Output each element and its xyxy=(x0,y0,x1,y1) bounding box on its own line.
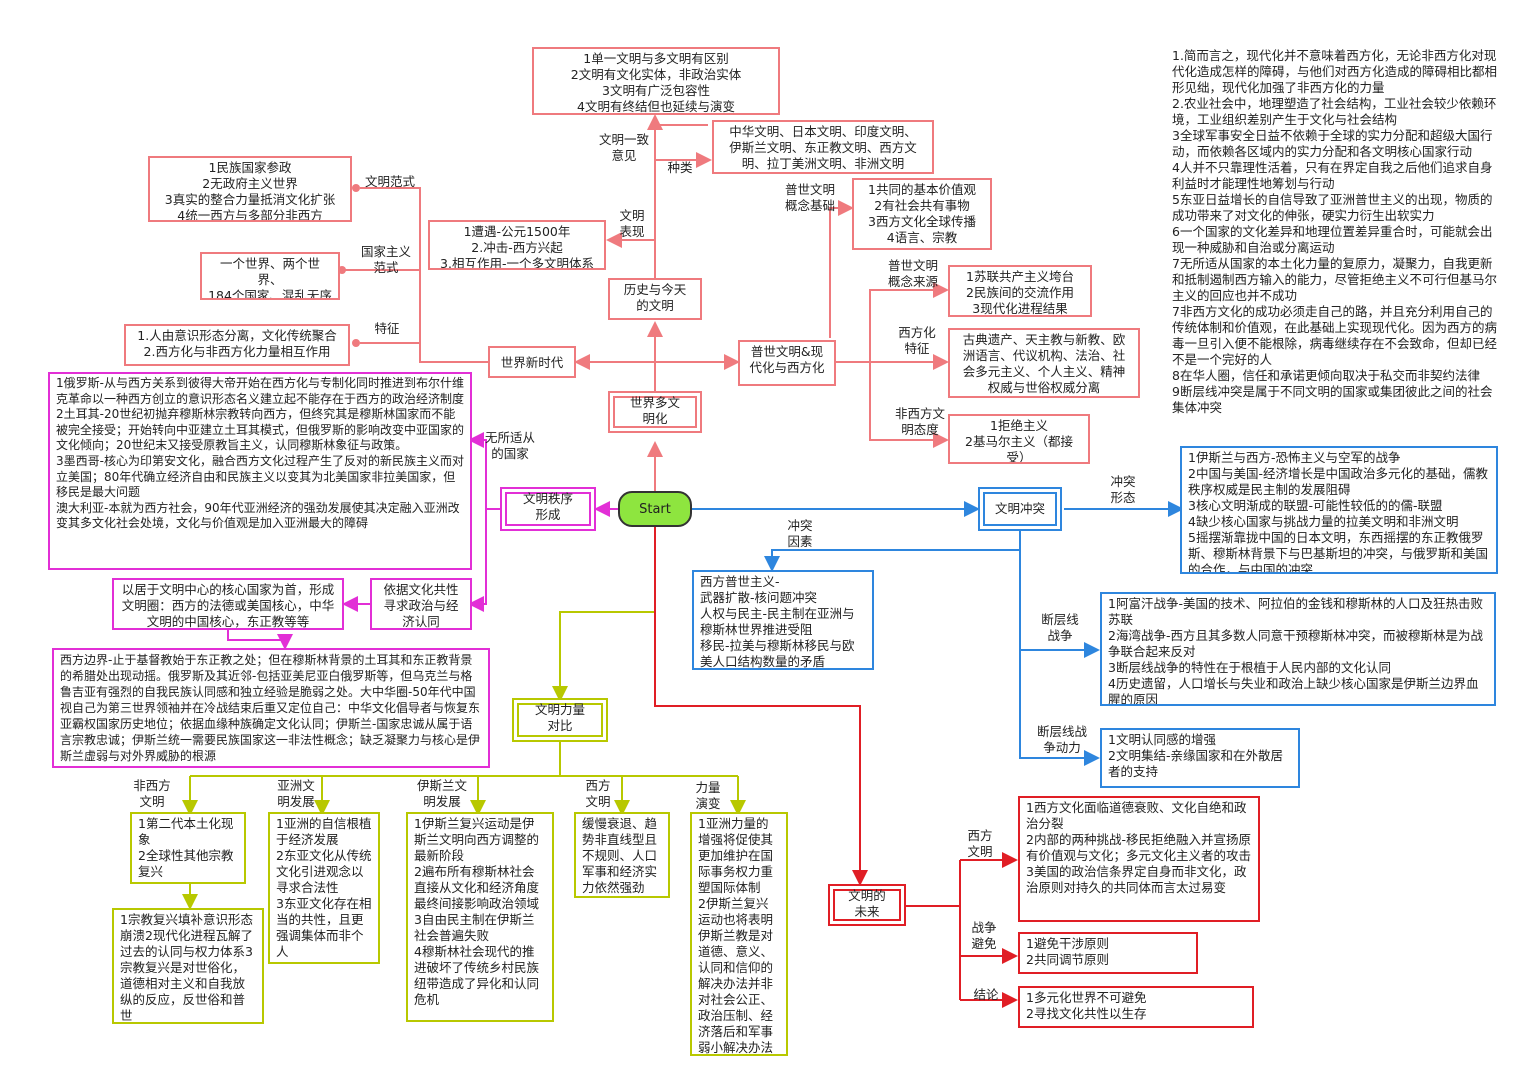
node-statist[interactable]: 一个世界、两个世界、 184个国家、混乱无序 xyxy=(200,252,340,300)
node-west[interactable]: 缓慢衰退、趋势非直线型且不规则、人口军事和经济实力依然强劲 xyxy=(574,812,670,898)
label-kinds: 种类 xyxy=(667,160,693,175)
node-history[interactable]: 历史与今天 的文明 xyxy=(608,278,702,320)
node-clash[interactable]: 文明冲突 xyxy=(978,487,1062,531)
node-text: 文明力量 对比 xyxy=(534,702,585,733)
label-nonwest: 非西方 文明 xyxy=(133,778,171,809)
node-conclusion[interactable]: 1多元化世界不可避免 2寻找文化共性以生存 xyxy=(1018,986,1254,1028)
node-paradigm[interactable]: 1民族国家参政 2无政府主义世界 3真实的整合力量抵消文化扩张 4统一西方与多部… xyxy=(148,156,352,222)
node-religious-revival[interactable]: 1宗教复兴填补意识形态崩溃2现代化进程瓦解了过去的认同与权力体系3宗教复兴是对世… xyxy=(112,908,264,1024)
node-universal-civilization[interactable]: 普世文明&现 代化与西方化 xyxy=(738,340,836,386)
node-new-era[interactable]: 世界新时代 xyxy=(488,346,576,378)
node-uc-basis[interactable]: 1共同的基本价值观 2有社会共有事物 3西方文化全球传播 4语言、宗教 xyxy=(852,178,992,250)
node-text: 文明秩序 形成 xyxy=(522,491,573,522)
node-fault-war[interactable]: 1阿富汗战争-美国的技术、阿拉伯的金钱和穆斯林的人口及狂热击败苏联 2海湾战争-… xyxy=(1100,592,1496,706)
label-nonwest-attitude: 非西方文 明态度 xyxy=(894,406,945,437)
node-future-west[interactable]: 1西方文化面临道德衰败、文化自绝和政治分裂 2内部的两种挑战-移民拒绝融入并宣扬… xyxy=(1018,796,1260,922)
label-future-west: 西方 文明 xyxy=(967,828,993,859)
start-node[interactable]: Start xyxy=(618,491,692,527)
node-clash-cause[interactable]: 西方普世主义- 武器扩散-核问题冲突 人权与民主-民主制在亚洲与穆斯林世界推进受… xyxy=(692,570,874,670)
node-core-state[interactable]: 以居于文明中心的核心国家为首，形成文明圈：西方的法德或美国核心，中华文明的中国核… xyxy=(112,578,344,630)
label-power-shift: 力量 演变 xyxy=(695,780,721,811)
node-fault-dynamics[interactable]: 1文明认同感的增强 2文明集结-亲缘国家和在外散居者的支持 xyxy=(1100,728,1300,788)
label-war-avoid: 战争 避免 xyxy=(971,920,997,951)
node-clash-form[interactable]: 1伊斯兰与西方-恐怖主义与空军的战争 2中国与美国-经济增长是中国政治多元化的基… xyxy=(1180,446,1498,574)
label-islam: 伊斯兰文 明发展 xyxy=(416,778,467,809)
node-civilization-borders[interactable]: 西方边界-止于基督教始于东正教之处；但在穆斯林背景的土耳其和东正教背景的希腊处出… xyxy=(52,648,490,768)
label-features: 特征 xyxy=(374,321,400,336)
side-notes: 1.简而言之，现代化并不意味着西方化，无论非西方化对现代化造成怎样的障碍，与他们… xyxy=(1172,48,1498,415)
label-west-features: 西方化 特征 xyxy=(898,325,936,356)
node-expression[interactable]: 1遭遇-公元1500年 2.冲击-西方兴起 3.相互作用-一个多文明体系 xyxy=(428,220,606,270)
node-islam[interactable]: 1伊斯兰复兴运动是伊斯兰文明向西方调整的最新阶段 2遍布所有穆斯林社会直接从文化… xyxy=(406,812,554,1022)
label-paradigm: 文明范式 xyxy=(364,174,415,189)
label-west: 西方 文明 xyxy=(585,778,611,809)
node-multicivilization-world[interactable]: 世界多文 明化 xyxy=(608,391,702,433)
label-clash-cause: 冲突 因素 xyxy=(787,518,813,549)
node-no-place-countries[interactable]: 1俄罗斯-从与西方关系到彼得大帝开始在西方化与专制化同时推进到布尔什维克革命以一… xyxy=(48,372,472,570)
node-text: 文明的 未来 xyxy=(848,888,886,919)
node-power-shift[interactable]: 1亚洲力量的增强将促使其更加维护在国际事务权力重塑国际体制 2伊斯兰复兴运动也将… xyxy=(690,812,788,1056)
label-statist: 国家主义 范式 xyxy=(360,244,411,275)
node-west-features[interactable]: 古典遗产、天主教与新教、欧 洲语言、代议机构、法治、社 会多元主义、个人主义、精… xyxy=(948,328,1140,398)
node-uc-source[interactable]: 1苏联共产主义垮台 2民族间的交流作用 3现代化进程结果 xyxy=(948,265,1092,317)
label-fault-war: 断层线 战争 xyxy=(1041,612,1079,643)
label-conclusion: 结论 xyxy=(973,987,999,1002)
node-war-avoid[interactable]: 1避免干涉原则 2共同调节原则 xyxy=(1018,932,1198,974)
node-features[interactable]: 1.人由意识形态分离，文化传统聚合 2.西方化与非西方化力量相互作用 xyxy=(124,324,350,366)
node-power[interactable]: 文明力量 对比 xyxy=(512,698,608,742)
label-uc-source: 普世文明 概念来源 xyxy=(887,258,938,289)
node-kinds[interactable]: 中华文明、日本文明、印度文明、 伊斯兰文明、东正教文明、西方文 明、拉丁美洲文明… xyxy=(712,120,934,174)
node-text: 文明冲突 xyxy=(994,501,1045,516)
node-future[interactable]: 文明的 未来 xyxy=(828,884,906,926)
node-cultural-match[interactable]: 依据文化共性 寻求政治与经 济认同 xyxy=(370,578,472,630)
label-no-place: 无所适从 的国家 xyxy=(484,430,535,461)
label-clash-form: 冲突 形态 xyxy=(1110,474,1136,505)
label-uc-basis: 普世文明 概念基础 xyxy=(784,182,835,213)
node-asia[interactable]: 1亚洲的自信根植于经济发展 2东亚文化从传统文化引进观念以寻求合法性 3东亚文化… xyxy=(268,812,380,964)
node-nonwest[interactable]: 1第二代本土化现象 2全球性其他宗教复兴 xyxy=(130,812,246,884)
label-expression: 文明 表现 xyxy=(619,208,645,239)
node-text: 世界多文 明化 xyxy=(629,395,680,426)
label-consensus: 文明一致 意见 xyxy=(598,132,649,163)
label-fault-dynamics: 断层线战 争动力 xyxy=(1036,724,1087,755)
node-consensus[interactable]: 1单一文明与多文明有区别 2文明有文化实体，非政治实体 3文明有广泛包容性 4文… xyxy=(532,47,780,115)
label-asia: 亚洲文 明发展 xyxy=(277,778,315,809)
node-civilization-order[interactable]: 文明秩序 形成 xyxy=(500,487,596,531)
node-nonwest-attitude[interactable]: 1拒绝主义 2基马尔主义（都接受） 3改良主义 xyxy=(948,414,1090,464)
